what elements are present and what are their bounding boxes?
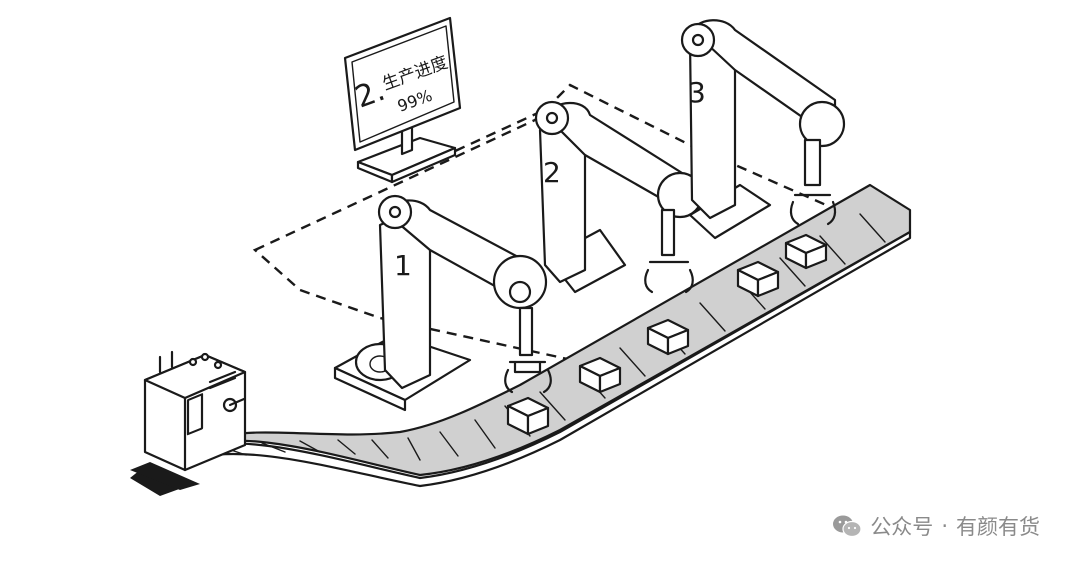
progress-monitor: 2. 生产进度 99%: [343, 16, 462, 184]
product-box: [578, 356, 622, 394]
product-box: [736, 260, 780, 298]
watermark-separator: ·: [941, 514, 948, 538]
dashed-link: [439, 110, 541, 160]
control-panel-slot: [186, 393, 204, 436]
robot-arm-2: 2: [534, 100, 704, 294]
robot-label-1: 1: [394, 249, 412, 282]
robot-arm-1: 1: [333, 194, 552, 412]
product-box: [646, 318, 690, 356]
robot-label-2: 2: [543, 156, 561, 189]
control-box: [130, 350, 247, 490]
watermark: 公众号 · 有颜有货: [832, 511, 1040, 541]
product-box: [506, 396, 550, 436]
watermark-account: 有颜有货: [956, 515, 1040, 539]
robot-arm-3: 3: [680, 19, 846, 240]
wechat-icon: [833, 515, 862, 538]
product-box: [784, 233, 828, 270]
robot-label-3: 3: [688, 76, 706, 109]
product-boxes: [506, 233, 828, 436]
watermark-prefix: 公众号: [870, 515, 934, 539]
